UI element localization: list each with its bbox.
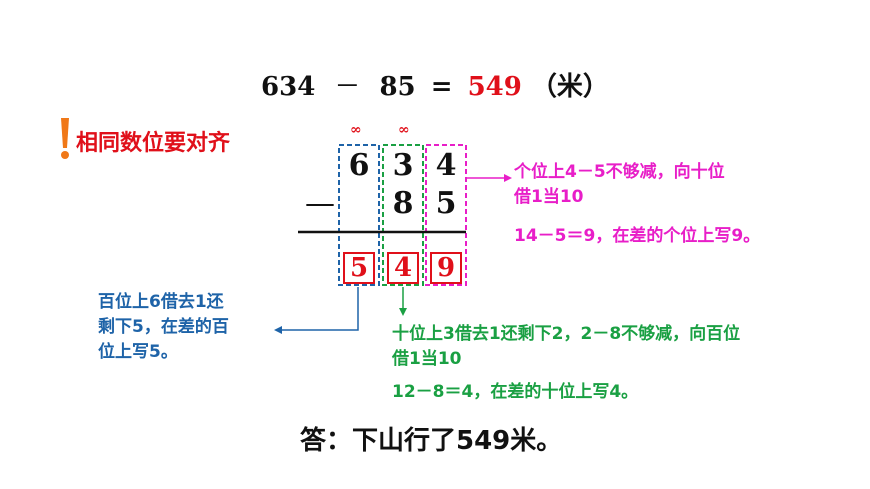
ones-note-line1: 个位上4－5不够减，向十位 <box>514 162 725 182</box>
ones-note-line2: 借1当10 <box>514 187 584 207</box>
ones-note: 个位上4－5不够减，向十位 借1当10 14－5＝9，在差的个位上写9。 <box>514 160 760 249</box>
tens-note: 十位上3借去1还剩下2，2－8不够减，向百位 借1当10 12－8＝4，在差的十… <box>392 322 740 405</box>
ones-note-line3: 14－5＝9，在差的个位上写9。 <box>514 226 761 246</box>
hundreds-note-line1: 百位上6借去1还 <box>98 292 224 312</box>
equation-unit: （米） <box>530 72 609 102</box>
tens-note-line1: 十位上3借去1还剩下2，2－8不够减，向百位 <box>392 324 741 344</box>
green-arrow-head <box>399 308 407 316</box>
bottom-digit-tens: 8 <box>392 186 414 221</box>
top-digit-ones: 4 <box>435 148 457 183</box>
equation: 634 － 85 = 549 （米） <box>0 66 870 103</box>
equation-operator: － <box>334 72 361 102</box>
equation-subtrahend: 85 <box>379 72 416 102</box>
ones-column-box <box>425 144 467 286</box>
exclamation-icon <box>61 118 69 159</box>
top-digit-hundreds: 6 <box>348 148 370 183</box>
equation-equals: = <box>430 72 453 102</box>
tens-column-box <box>382 144 424 286</box>
tens-borrow-mark: ∞ <box>398 122 410 138</box>
equation-minuend: 634 <box>261 72 316 102</box>
answer-digit-hundreds: 5 <box>343 252 375 284</box>
hundreds-note: 百位上6借去1还 剩下5，在差的百 位上写5。 <box>98 290 229 365</box>
top-digit-tens: 3 <box>392 148 414 183</box>
bottom-digit-ones: 5 <box>435 186 457 221</box>
tens-note-line3: 12－8＝4，在差的十位上写4。 <box>392 382 639 402</box>
final-answer: 答：下山行了549米。 <box>300 426 563 456</box>
alignment-tip: 相同数位要对齐 <box>76 131 231 156</box>
hundreds-column-box <box>338 144 380 286</box>
pink-arrow-head <box>504 174 512 182</box>
answer-digit-tens: 4 <box>387 252 419 284</box>
minus-sign: — <box>305 186 335 221</box>
hundreds-borrow-mark: ∞ <box>350 122 362 138</box>
answer-digit-ones: 9 <box>430 252 462 284</box>
blue-arrow-head <box>274 326 282 334</box>
hundreds-note-line2: 剩下5，在差的百 <box>98 317 229 337</box>
hundreds-note-line3: 位上写5。 <box>98 342 178 362</box>
tens-note-line2: 借1当10 <box>392 349 462 369</box>
equation-result: 549 <box>467 72 522 102</box>
